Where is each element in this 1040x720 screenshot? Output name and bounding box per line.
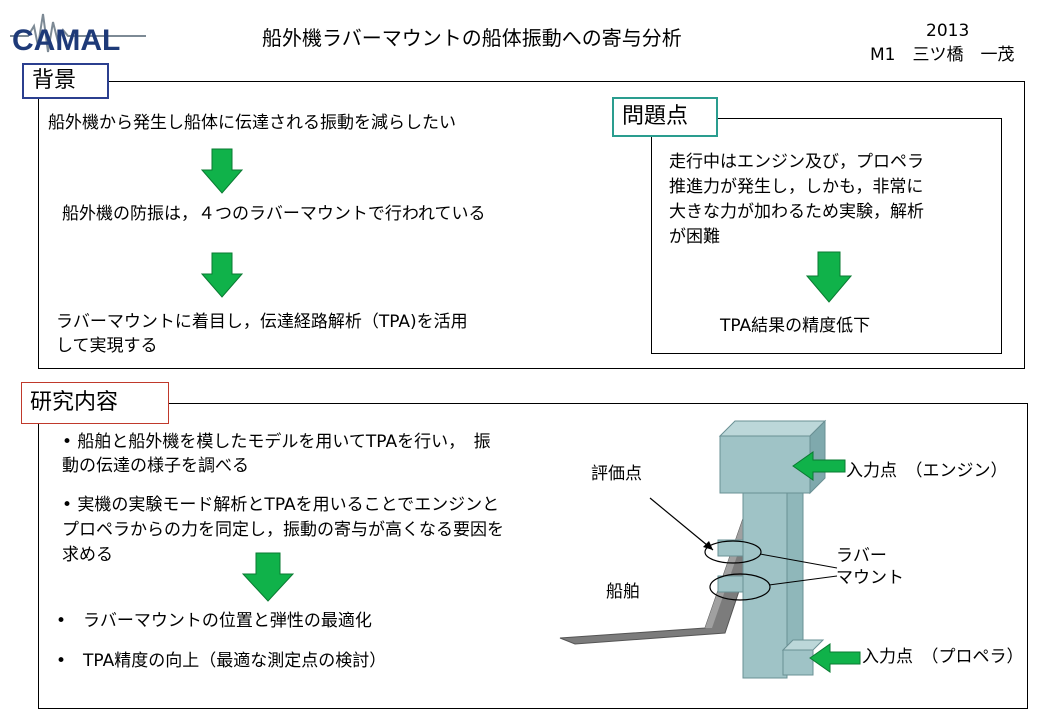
research-bullet-2c: 求める — [62, 545, 113, 565]
engine-block — [718, 420, 827, 437]
research-result-2: • TPA精度の向上（最適な測定点の検討） — [56, 651, 387, 671]
rubber-mount-label-1: ラバー — [836, 546, 887, 566]
down-arrow-icon — [242, 552, 294, 602]
research-bullet-1a: • 船舶と船外機を模したモデルを用いてTPAを行い， 振 — [62, 432, 491, 452]
background-text-1: 船外機から発生し船体に伝達される振動を減らしたい — [48, 113, 456, 133]
problem-text-3: 大きな力が加わるため実験，解析 — [669, 202, 924, 222]
research-bullet-2b: プロペラからの力を同定し，振動の寄与が高くなる要因を — [62, 520, 504, 540]
research-bullet-2a: • 実機の実験モード解析とTPAを用いることでエンジンと — [62, 495, 500, 515]
input-propeller-label: 入力点 （プロペラ） — [862, 647, 1024, 667]
mount-lower — [717, 575, 744, 593]
mount-ellipse-lower — [709, 573, 771, 601]
model-figure — [559, 419, 861, 679]
author: M1 三ツ橋 一茂 — [870, 45, 1015, 65]
mount-ellipse-upper — [704, 540, 762, 564]
problem-panel — [651, 118, 1002, 354]
eval-point-label: 評価点 — [591, 464, 642, 484]
camal-logo: CAMAL — [10, 13, 146, 57]
background-text-2: 船外機の防振は，４つのラバーマウントで行われている — [62, 204, 486, 224]
year: 2013 — [926, 21, 970, 41]
page-title: 船外機ラバーマウントの船体振動への寄与分析 — [262, 26, 682, 50]
research-panel — [38, 403, 1028, 709]
problem-text-1: 走行中はエンジン及び，プロペラ — [669, 152, 924, 172]
problem-text-4: が困難 — [669, 227, 720, 247]
problem-result: TPA結果の精度低下 — [720, 316, 871, 336]
research-result-1: • ラバーマウントの位置と弾性の最適化 — [56, 611, 372, 631]
mount-upper — [717, 539, 744, 557]
engine-input-arrow — [792, 451, 846, 481]
problem-text-2: 推進力が発生し，しかも，非常に — [669, 177, 924, 197]
propeller-input-arrow — [809, 643, 861, 673]
research-label: 研究内容 — [21, 382, 169, 424]
hull-label: 船舶 — [606, 582, 640, 602]
rubber-mount-label-2: マウント — [836, 568, 904, 588]
background-label: 背景 — [22, 63, 109, 99]
background-text-3b: して実現する — [56, 336, 158, 356]
research-bullet-1b: 動の伝達の様子を調べる — [62, 456, 249, 476]
logo-text: CAMAL — [12, 24, 120, 57]
down-arrow-icon — [806, 251, 852, 303]
down-arrow-icon — [201, 148, 243, 194]
problem-label: 問題点 — [612, 97, 718, 137]
background-text-3a: ラバーマウントに着目し，伝達経路解析（TPA)を活用 — [56, 312, 468, 332]
down-arrow-icon — [201, 252, 243, 298]
input-engine-label: 入力点 （エンジン） — [846, 461, 1008, 481]
